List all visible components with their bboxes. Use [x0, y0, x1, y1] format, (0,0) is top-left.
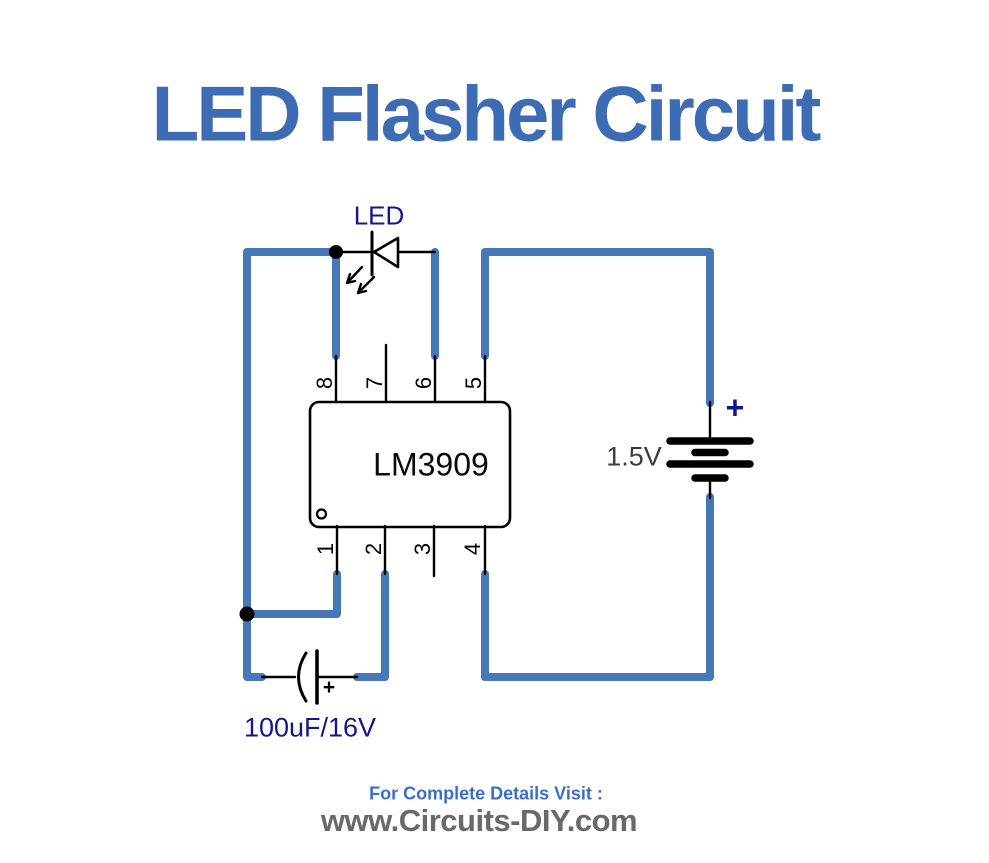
ic-pin-label-6: 6 [411, 376, 436, 390]
ic-pin-label-1: 1 [313, 542, 338, 556]
wire-pin5-to-battery-plus [481, 248, 714, 407]
capacitor-plus-sign: + [322, 676, 336, 699]
capacitor-curved-plate [297, 651, 308, 703]
ic-part-number: LM3909 [373, 446, 489, 483]
component-group [260, 230, 754, 705]
led-light-arrow-icon [356, 275, 376, 295]
wire-group [243, 248, 714, 681]
ic-pin-label-5: 5 [461, 376, 486, 390]
led-triangle-icon [372, 236, 400, 269]
ic-pin1-indicator [315, 508, 328, 520]
wire-battery-minus-to-pin4 [481, 493, 714, 681]
led-label: LED [353, 200, 405, 231]
junction-dot-top [329, 245, 343, 259]
ic-pin-label-3: 3 [410, 542, 435, 556]
ic-pin-label-8: 8 [312, 376, 337, 390]
footer-visit-text: For Complete Details Visit : [369, 783, 603, 804]
wire-pin1-tee [243, 570, 341, 618]
ic-pin-label-4: 4 [460, 542, 485, 556]
junction-group [239, 245, 343, 622]
capacitor-value-label: 100uF/16V [243, 712, 377, 743]
ic-pin-label-7: 7 [362, 376, 387, 390]
ic-pin-label-2: 2 [361, 542, 386, 556]
junction-dot-bottom [239, 606, 255, 622]
footer-website-url: www.Circuits-DIY.com [320, 803, 638, 838]
led-light-arrow-icon [345, 265, 364, 285]
ic-body [308, 400, 512, 529]
wire-pin2-to-capacitor [353, 570, 389, 681]
battery-plus-sign: + [725, 389, 745, 426]
battery-voltage-label: 1.5V [606, 441, 662, 472]
page-title: LED Flasher Circuit [151, 69, 822, 158]
wire-ground-left-loop [243, 248, 340, 681]
